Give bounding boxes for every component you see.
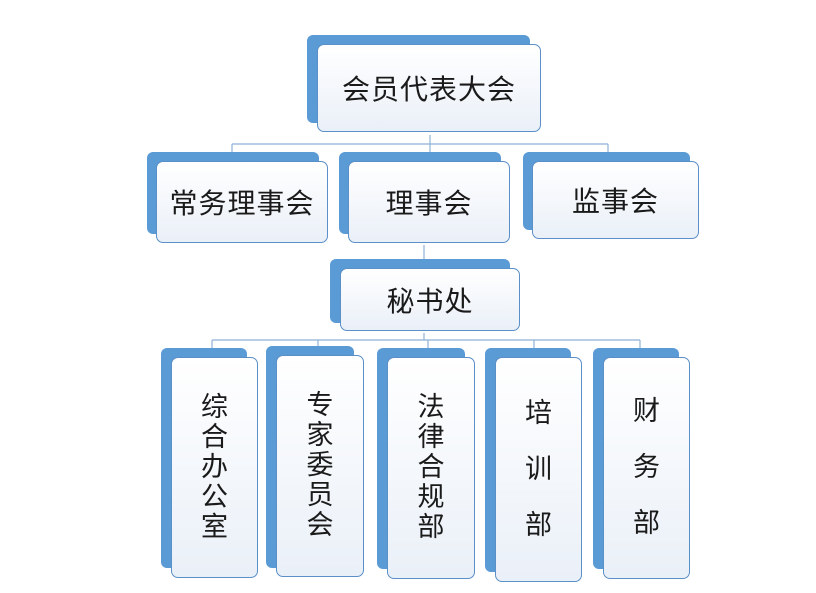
node-label-char: 委 bbox=[306, 450, 334, 481]
node-label-char: 培 bbox=[525, 397, 552, 429]
node-label-char: 员 bbox=[306, 480, 334, 511]
node-label-char: 办 bbox=[201, 451, 228, 483]
node-label-char: 综 bbox=[201, 391, 228, 423]
node-label-char: 会 bbox=[306, 510, 334, 541]
node-label-char: 财 bbox=[633, 396, 660, 427]
node-label-vertical: 专家委员会 bbox=[307, 391, 334, 541]
node-secretariat: 秘书处 bbox=[330, 259, 522, 333]
node-label-char: 专 bbox=[306, 390, 334, 421]
node-label-vertical: 法律合规部 bbox=[418, 393, 445, 543]
node-label-char: 部 bbox=[417, 512, 445, 543]
node-council: 理事会 bbox=[339, 152, 512, 245]
node-supervisory-board: 监事会 bbox=[523, 152, 701, 241]
node-label: 秘书处 bbox=[386, 284, 474, 318]
node-department: 财务部 bbox=[593, 348, 691, 581]
node-label-char: 法 bbox=[417, 392, 445, 423]
node-label-char: 规 bbox=[417, 482, 445, 513]
node-label: 理事会 bbox=[385, 187, 473, 220]
node-label-char: 家 bbox=[306, 420, 334, 451]
node-department: 专家委员会 bbox=[266, 346, 366, 579]
node-general-assembly: 会员代表大会 bbox=[307, 35, 543, 135]
node-department: 培训部 bbox=[485, 348, 583, 584]
node-department: 综合办公室 bbox=[161, 348, 259, 580]
node-label-char: 部 bbox=[633, 508, 660, 539]
node-label: 常务理事会 bbox=[169, 187, 315, 220]
node-label-char: 训 bbox=[525, 453, 552, 485]
node-label-char: 律 bbox=[417, 422, 445, 453]
node-label: 监事会 bbox=[571, 185, 659, 218]
node-department: 法律合规部 bbox=[377, 348, 477, 581]
node-label: 会员代表大会 bbox=[341, 73, 516, 106]
node-label-char: 室 bbox=[201, 511, 228, 543]
node-label-char: 公 bbox=[201, 481, 228, 513]
node-label-vertical: 财务部 bbox=[633, 384, 660, 552]
node-label-char: 务 bbox=[633, 452, 660, 483]
node-label-char: 合 bbox=[417, 452, 445, 483]
node-label-vertical: 培训部 bbox=[525, 386, 552, 554]
node-label-vertical: 综合办公室 bbox=[201, 391, 228, 543]
node-label-char: 部 bbox=[525, 509, 552, 541]
node-label-char: 合 bbox=[201, 421, 228, 453]
node-standing-council: 常务理事会 bbox=[147, 152, 330, 245]
